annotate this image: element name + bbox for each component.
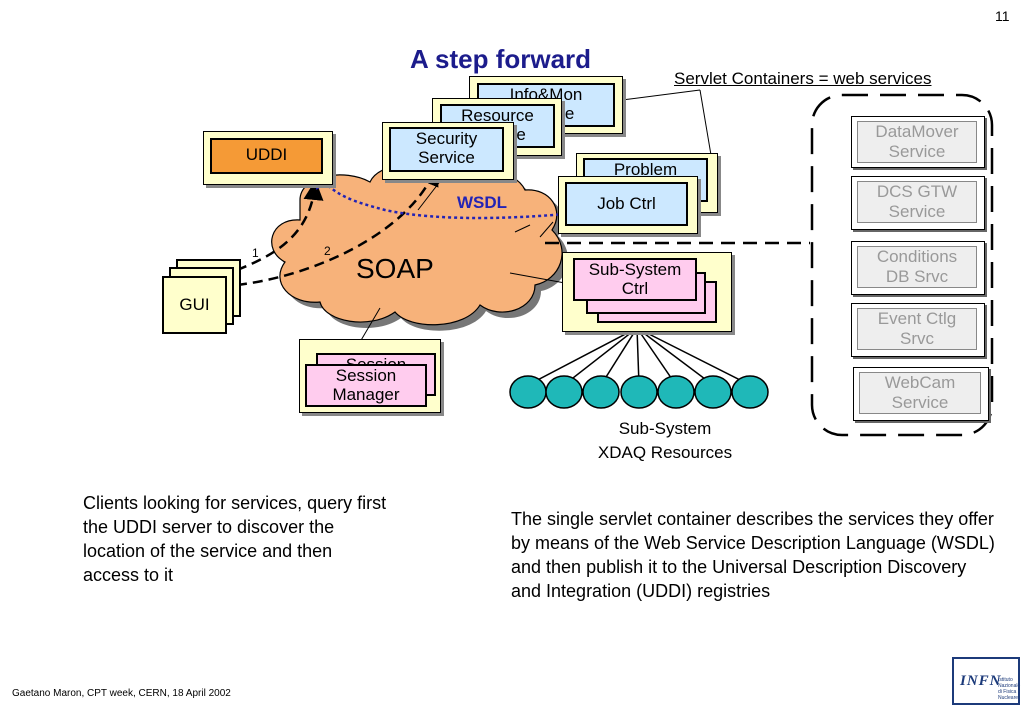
servlet-containers-label: Servlet Containers = web services — [674, 69, 932, 88]
resource-node — [545, 375, 583, 409]
dcs-gtw-service[interactable]: DCS GTW Service — [857, 181, 977, 223]
wsdl-publish-arrow — [315, 167, 566, 220]
connector-line — [699, 89, 712, 156]
session-manager[interactable]: Session Manager — [305, 364, 427, 407]
arrow-1-label: 1 — [252, 246, 259, 260]
resource-node — [657, 375, 695, 409]
slide-title: A step forward — [410, 44, 592, 74]
infn-logo-text: INFN — [960, 673, 1002, 689]
wsdl-label: WSDL — [457, 193, 508, 212]
page-number: 11 — [995, 8, 1010, 24]
resource-node — [620, 375, 658, 409]
resource-node — [694, 375, 732, 409]
servlet-container-outline — [810, 93, 994, 437]
conditions-db-service[interactable]: Conditions DB Srvc — [857, 246, 977, 288]
security-service[interactable]: Security Service — [389, 127, 504, 172]
connector-line — [539, 221, 554, 238]
arrow-2-label: 2 — [324, 244, 331, 258]
uddi-registry[interactable]: UDDI — [210, 138, 323, 174]
webcam-service[interactable]: WebCam Service — [859, 372, 981, 414]
xdaq-resource-nodes — [509, 375, 769, 409]
connector-line — [359, 307, 381, 343]
footer-credit: Gaetano Maron, CPT week, CERN, 18 April … — [12, 688, 231, 699]
connector-line — [417, 174, 446, 211]
datamover-service[interactable]: DataMover Service — [857, 121, 977, 163]
soap-label: SOAP — [356, 253, 434, 284]
clients-explanation: Clients looking for services, query firs… — [83, 493, 387, 585]
connector-line — [621, 89, 701, 101]
resource-node — [731, 375, 769, 409]
job-ctrl-service[interactable]: Job Ctrl — [565, 182, 688, 226]
resource-node — [509, 375, 547, 409]
resource-node — [582, 375, 620, 409]
arrow-2-gui-to-security — [236, 165, 439, 287]
sub-system-caption: Sub-System XDAQ Resources — [597, 419, 733, 462]
infn-logo-subtitle: Istituto Nazionale di Fisica Nucleare — [998, 677, 1021, 701]
connector-line — [509, 272, 566, 284]
servlet-explanation: The single servlet container describes t… — [511, 509, 995, 601]
connector-line — [514, 224, 531, 233]
gui-client[interactable]: GUI — [162, 276, 227, 334]
event-ctlg-service[interactable]: Event Ctlg Srvc — [857, 308, 977, 350]
infn-logo: INFN Istituto Nazionale di Fisica Nuclea… — [952, 657, 1020, 705]
sub-system-ctrl[interactable]: Sub-System Ctrl — [573, 258, 697, 301]
